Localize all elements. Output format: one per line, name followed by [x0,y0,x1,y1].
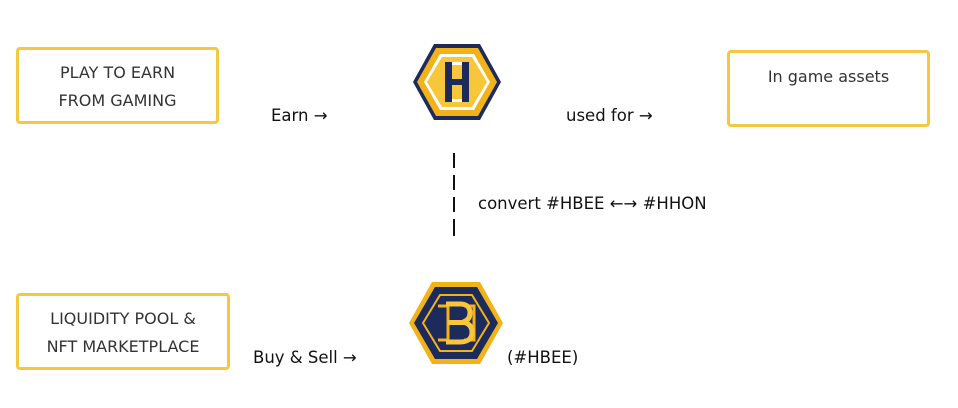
in-game-assets-box: In game assets [727,50,930,127]
in-game-assets-line: In game assets [767,67,890,86]
play-to-earn-line-1: PLAY TO EARN [59,63,176,82]
hbee-ticker-label: (#HBEE) [507,348,579,367]
buy-sell-label: Buy & Sell → [253,348,357,367]
hbee-token-icon [409,282,503,364]
earn-label: Earn → [271,106,328,125]
connector-dash [453,175,455,190]
convert-label: convert #HBEE ←→ #HHON [478,194,707,213]
play-to-earn-box: PLAY TO EARN FROM GAMING [16,47,219,124]
connector-dash [453,153,455,168]
connector-dash [453,197,455,212]
liquidity-pool-box: LIQUIDITY POOL & NFT MARKETPLACE [16,293,230,370]
liquidity-line-1: LIQUIDITY POOL & [50,309,196,328]
hhon-token-icon [413,44,501,120]
play-to-earn-line-2: FROM GAMING [58,91,177,110]
connector-dash [453,219,455,236]
liquidity-line-2: NFT MARKETPLACE [46,337,200,356]
used-for-label: used for → [566,106,653,125]
